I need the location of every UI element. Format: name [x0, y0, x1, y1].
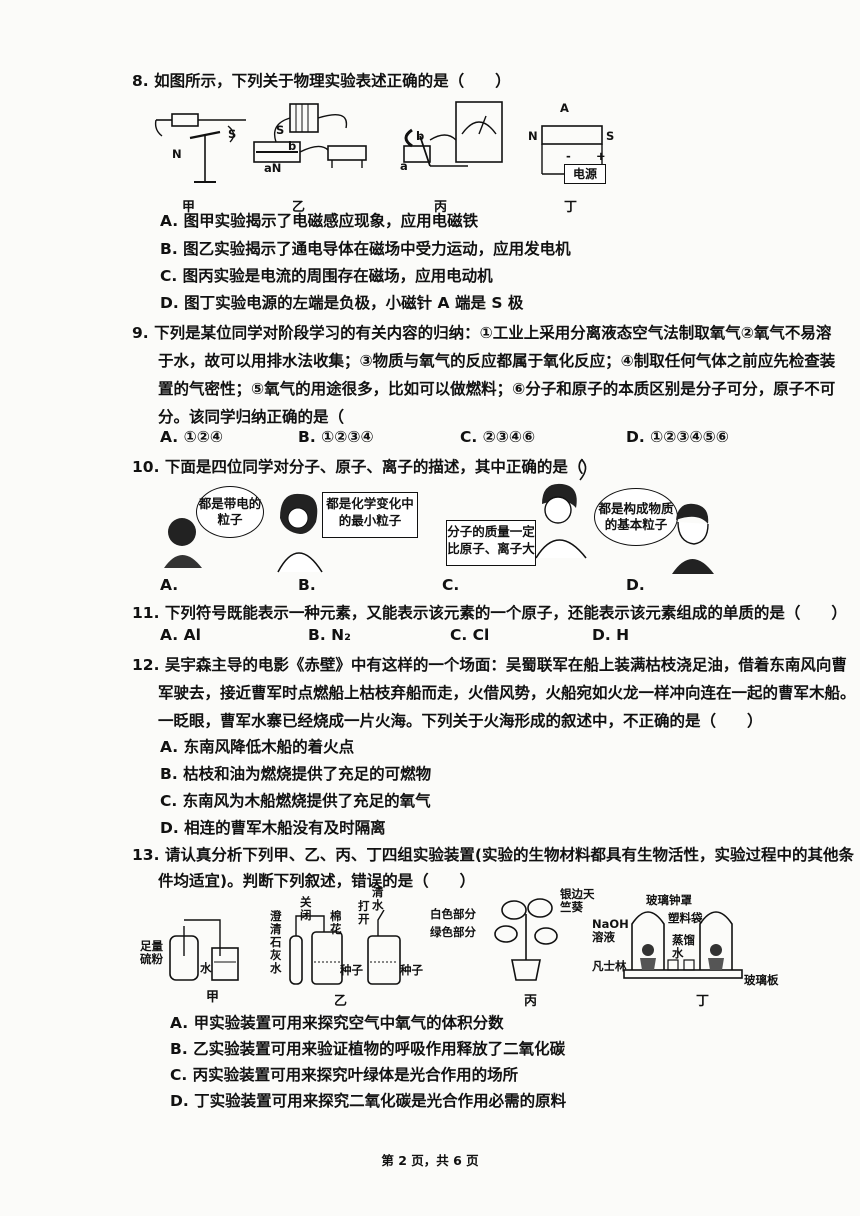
q8-fig-ding-n: N [528, 129, 538, 143]
q13-fig-ding-vaseline: 凡士林 [592, 959, 627, 973]
q12-option-a: A. 东南风降低木船的着火点 [160, 738, 355, 756]
q10-bubble-a: 都是带电的粒子 [196, 486, 264, 538]
q13-fig-bing-green: 绿色部分 [430, 925, 476, 939]
q11-option-a: A. Al [160, 626, 201, 644]
q13-fig-yi-apparatus [289, 909, 401, 985]
q13-option-c: C. 丙实验装置可用来探究叶绿体是光合作用的场所 [170, 1066, 519, 1084]
q9-stem-line-3: 置的气密性；⑤氧气的用途很多，比如可以做燃料；⑥分子和原子的本质区别是分子可分，… [158, 380, 836, 398]
q8-option-a: A. 图甲实验揭示了电磁感应现象，应用电磁铁 [160, 212, 479, 230]
q9-option-b: B. ①②③④ [298, 428, 374, 446]
q11-option-d: D. H [592, 626, 630, 644]
q13-fig-ding-apparatus [623, 911, 743, 979]
q13-fig-yi-seeds-2: 种子 [400, 963, 423, 977]
q13-fig-ding-plate: 玻璃板 [744, 973, 779, 987]
q12-stem-line-2: 军驶去，接近曹军时点燃船上枯枝弃船而走，火借风势，火船宛如火龙一样冲向连在一起的… [158, 684, 856, 702]
q13-option-b: B. 乙实验装置可用来验证植物的呼吸作用释放了二氧化碳 [170, 1040, 566, 1058]
q9-stem-line-4: 分。该同学归纳正确的是（ [158, 408, 345, 426]
q13-fig-label-jia: 甲 [206, 990, 220, 1005]
q13-option-d: D. 丁实验装置可用来探究二氧化碳是光合作用必需的原料 [170, 1092, 567, 1110]
page-footer: 第 2 页，共 6 页 [381, 1153, 479, 1168]
q13-fig-ding-distilled: 蒸馏水 [672, 933, 695, 960]
q10-bubble-b: 都是化学变化中的最小粒子 [322, 492, 418, 538]
q12-stem-line-3: 一眨眼，曹军水寨已经烧成一片火海。下列关于火海形成的叙述中，不正确的是（ ） [158, 712, 763, 730]
q8-fig-bing-diagram [403, 101, 503, 167]
q10-stem: 10. 下面是四位同学对分子、原子、离子的描述，其中正确的是（ [132, 458, 584, 476]
q12-option-d: D. 相连的曹军木船没有及时隔离 [160, 819, 386, 837]
q8-fig-ding-s: S [606, 129, 615, 143]
q8-fig-bing-a: a [400, 159, 408, 173]
q8-fig-label-yi: 乙 [292, 200, 306, 215]
q10-answer-mark [579, 459, 587, 481]
q13-option-a: A. 甲实验装置可用来探究空气中氧气的体积分数 [170, 1014, 504, 1032]
q13-fig-jia-apparatus [169, 919, 239, 981]
q13-fig-yi-open: 打开 [358, 899, 370, 926]
q11-stem: 11. 下列符号既能表示一种元素，又能表示该元素的一个原子，还能表示该元素组成的… [132, 604, 847, 622]
q13-fig-label-yi: 乙 [334, 994, 348, 1009]
q13-fig-ding-bag: 塑料袋 [668, 911, 703, 925]
q10-student-c-figure [535, 483, 587, 559]
q9-option-a: A. ①②④ [160, 428, 223, 446]
q8-fig-jia-diagram [154, 113, 246, 183]
q8-option-d: D. 图丁实验电源的左端是负极，小磁针 A 端是 S 极 [160, 294, 524, 312]
q12-stem-line-1: 12. 吴宇森主导的电影《赤壁》中有这样的一个场面：吴蜀联军在船上装满枯枝浇足油… [132, 656, 847, 674]
q8-fig-ding-plus: + [596, 149, 606, 163]
q13-fig-jia-water: 水 [200, 961, 212, 975]
q8-fig-jia-s: S [228, 127, 237, 141]
q8-fig-ding-a: A [560, 101, 569, 115]
q8-fig-label-jia: 甲 [182, 200, 196, 215]
q13-fig-bing-plant [494, 898, 558, 981]
q10-student-b-figure [277, 493, 323, 573]
q8-option-b: B. 图乙实验揭示了通电导体在磁场中受力运动，应用发电机 [160, 240, 571, 258]
q12-option-b: B. 枯枝和油为燃烧提供了充足的可燃物 [160, 765, 432, 783]
q13-fig-jia-sulfur: 足量硫粉 [140, 939, 163, 966]
q10-student-d-figure [672, 503, 714, 574]
q10-option-b: B. [298, 576, 316, 594]
q8-fig-label-ding: 丁 [564, 200, 578, 215]
q10-bubble-d: 都是构成物质的基本粒子 [594, 488, 678, 546]
q9-option-c: C. ②③④⑥ [460, 428, 536, 446]
q13-fig-yi-cotton: 棉花 [330, 909, 342, 936]
q13-fig-label-ding: 丁 [696, 994, 710, 1009]
q10-bubble-c: 分子的质量一定比原子、离子大 [446, 520, 536, 566]
q8-option-c: C. 图丙实验是电流的周围存在磁场，应用电动机 [160, 267, 493, 285]
q13-fig-ding-naoh: NaOH溶液 [592, 917, 629, 944]
q9-stem-line-2: 于水，故可以用排水法收集；③物质与氧气的反应都属于氧化反应；④制取任何气体之前应… [158, 352, 836, 370]
q8-stem: 8. 如图所示，下列关于物理实验表述正确的是（ ） [132, 72, 511, 90]
q13-stem-line-2: 件均适宜)。判断下列叙述，错误的是（ ） [158, 872, 476, 890]
q13-fig-ding-bell: 玻璃钟罩 [646, 893, 692, 907]
q13-fig-yi-limewater: 澄清石灰水 [270, 909, 282, 975]
q8-fig-yi-s: S [276, 123, 285, 137]
q9-option-d: D. ①②③④⑤⑥ [626, 428, 729, 446]
q11-option-b: B. N₂ [308, 626, 351, 644]
q13-stem-line-1: 13. 请认真分析下列甲、乙、丙、丁四组实验装置(实验的生物材料都具有生物活性，… [132, 846, 854, 864]
q13-fig-bing-silver: 银边天竺葵 [560, 887, 595, 914]
q8-fig-ding-power: 电源 [564, 164, 606, 184]
q8-fig-label-bing: 丙 [434, 200, 448, 215]
q8-fig-yi-an: aN [264, 161, 282, 175]
q8-fig-yi-diagram [253, 103, 367, 168]
q13-fig-bing-white: 白色部分 [430, 907, 476, 921]
q9-stem-line-1: 9. 下列是某位同学对阶段学习的有关内容的归纳：①工业上采用分离液态空气法制取氧… [132, 324, 832, 342]
q10-option-d: D. [626, 576, 645, 594]
q12-option-c: C. 东南风为木船燃烧提供了充足的氧气 [160, 792, 431, 810]
q13-fig-yi-seeds-1: 种子 [340, 963, 363, 977]
q11-option-c: C. Cl [450, 626, 490, 644]
q8-fig-yi-b: b [288, 139, 297, 153]
q13-fig-yi-close: 关闭 [300, 895, 312, 922]
q13-fig-label-bing: 丙 [524, 994, 538, 1009]
q10-student-a-figure [164, 518, 202, 568]
q8-fig-ding-minus: - [566, 149, 571, 163]
q10-option-a: A. [160, 576, 179, 594]
q10-option-c: C. [442, 576, 460, 594]
q8-fig-bing-b: b [416, 129, 425, 143]
q13-fig-yi-clearwater: 清水 [372, 885, 384, 912]
q8-fig-jia-n: N [172, 147, 182, 161]
